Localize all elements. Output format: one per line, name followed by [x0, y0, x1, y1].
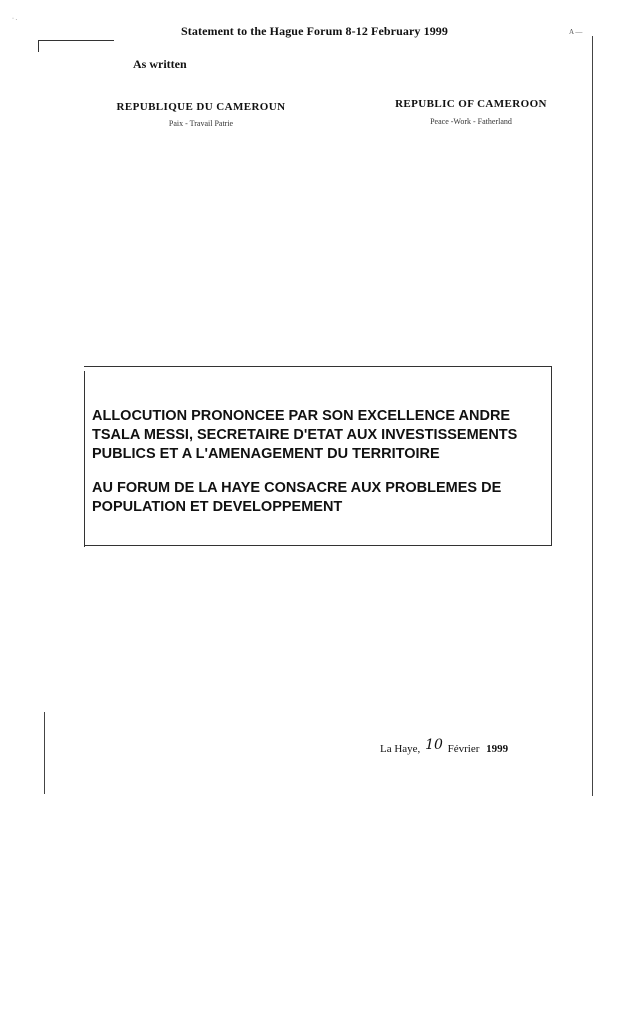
page-header: Statement to the Hague Forum 8-12 Februa… [181, 24, 448, 38]
month-name: Février [447, 743, 480, 755]
frame-line-left-bottom [44, 712, 45, 794]
place-date-line: La Haye, 10 Février 1999 [380, 737, 508, 755]
speech-title: ALLOCUTION PRONONCEE PAR SON EXCELLENCE … [92, 408, 518, 462]
speech-subtitle: AU FORUM DE LA HAYE CONSACRE AUX PROBLEM… [92, 480, 502, 515]
letterhead-english-motto: Peace -Work - Fatherland [430, 117, 512, 126]
letterhead-french-motto: Paix - Travail Patrie [168, 119, 234, 128]
letterhead-french-name: REPUBLIQUE DU CAMEROUN [116, 101, 286, 113]
letterhead-english-name: REPUBLIC OF CAMEROON [395, 98, 547, 110]
year: 1999 [486, 743, 509, 755]
handwritten-day: 10 [425, 737, 443, 753]
frame-line-top [38, 40, 114, 41]
place-name: La Haye, [380, 743, 421, 755]
title-box: ALLOCUTION PRONONCEE PAR SON EXCELLENCE … [84, 366, 552, 547]
frame-line-right [592, 36, 593, 796]
frame-line-left-top [38, 40, 39, 52]
corner-mark-right: A — [569, 28, 583, 36]
corner-mark-left: · . [12, 16, 17, 22]
as-written-note: As written [133, 57, 187, 71]
